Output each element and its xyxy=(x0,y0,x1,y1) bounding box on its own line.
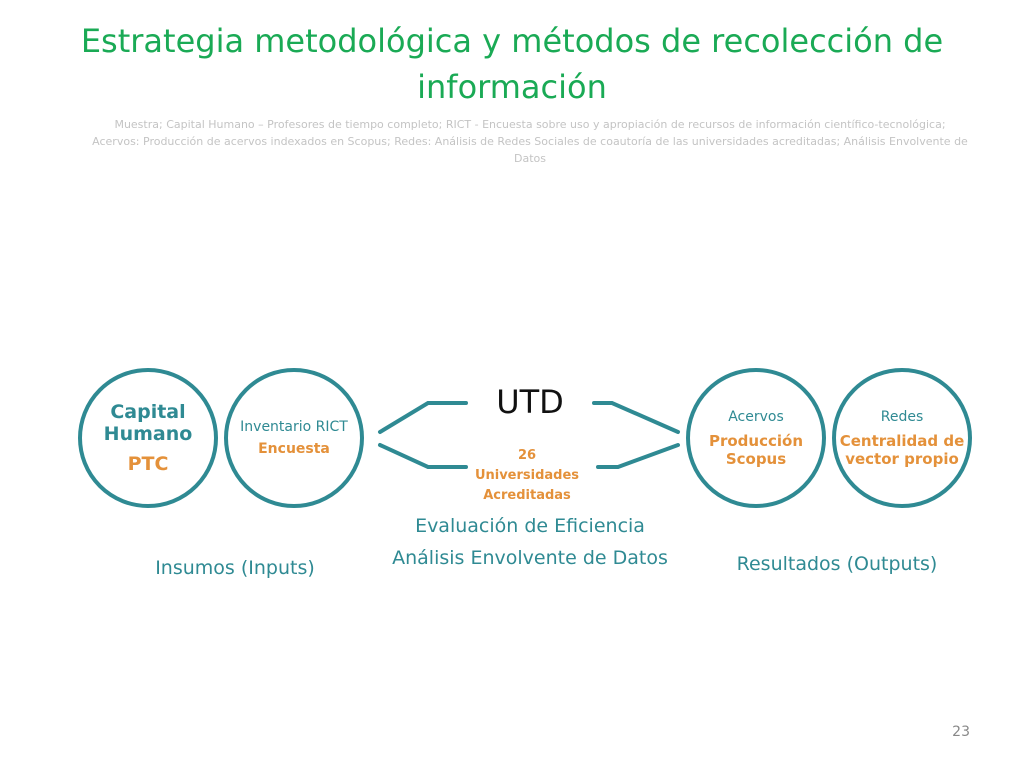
left-upper-connector xyxy=(378,401,468,434)
centralidad-label: Centralidad de vector propio xyxy=(840,432,965,468)
right-upper-connector xyxy=(592,401,680,434)
redes-sub-line2: vector propio xyxy=(845,450,959,468)
encuesta-label: Encuesta xyxy=(258,441,330,457)
capital-label-line1: Capital xyxy=(110,401,186,423)
acervos-circle: Acervos Producción Scopus xyxy=(686,368,826,508)
acervos-sub-line1: Producción xyxy=(708,432,804,450)
universidades-label: 26 Universidades Acreditadas xyxy=(452,446,602,506)
capital-label-line2: Humano xyxy=(103,423,193,445)
produccion-scopus-label: Producción Scopus xyxy=(709,432,803,468)
dea-label: Análisis Envolvente de Datos xyxy=(392,547,668,569)
inputs-caption: Insumos (Inputs) xyxy=(155,557,315,579)
redes-circle: Redes Centralidad de vector propio xyxy=(832,368,972,508)
utd-label: UTD xyxy=(496,383,564,421)
univ-line2: Universidades xyxy=(474,468,580,483)
slide-subtitle: Muestra; Capital Humano – Profesores de … xyxy=(92,118,968,165)
inventario-rict-circle: Inventario RICT Encuesta xyxy=(224,368,364,508)
page-number: 23 xyxy=(952,724,970,740)
capital-humano-circle: Capital Humano PTC xyxy=(78,368,218,508)
evaluacion-eficiencia-label: Evaluación de Eficiencia xyxy=(415,515,645,537)
capital-humano-label: Capital Humano xyxy=(104,401,193,445)
outputs-caption: Resultados (Outputs) xyxy=(736,553,938,575)
left-lower-connector xyxy=(378,443,468,469)
slide-title: Estrategia metodológica y métodos de rec… xyxy=(80,22,944,106)
acervos-label: Acervos xyxy=(728,409,784,425)
ptc-label: PTC xyxy=(127,453,169,475)
acervos-sub-line2: Scopus xyxy=(725,450,787,468)
right-lower-connector xyxy=(596,443,680,469)
inventario-rict-label: Inventario RICT xyxy=(240,419,348,435)
redes-label: Redes xyxy=(880,409,924,425)
redes-sub-line1: Centralidad de xyxy=(839,432,965,450)
univ-count: 26 xyxy=(517,448,537,463)
univ-line3: Acreditadas xyxy=(483,488,571,503)
